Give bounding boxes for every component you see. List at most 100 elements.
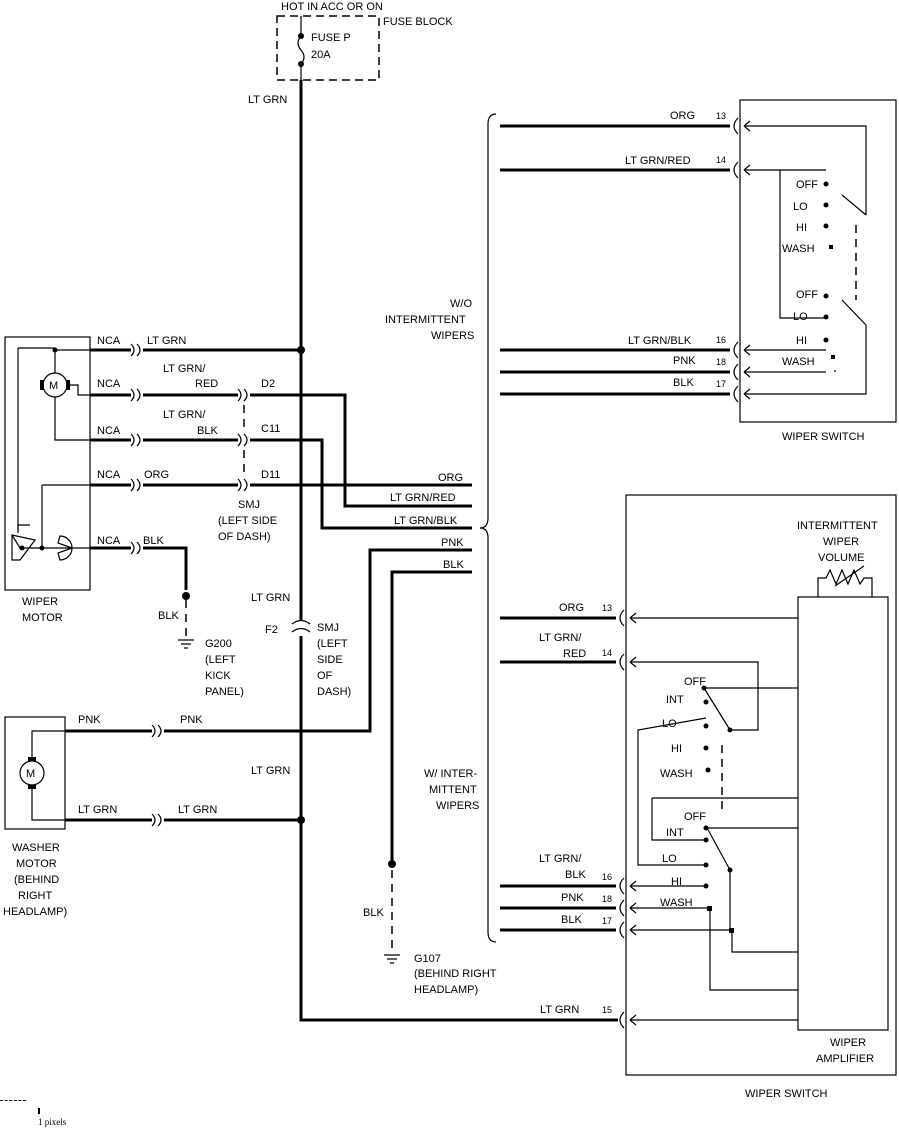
wire-label-lt-grn-top: LT GRN	[248, 94, 287, 106]
upper-label-ltgrn-red: LT GRN/RED	[625, 155, 691, 167]
smj-f2-label: SMJ	[317, 622, 339, 634]
smj-label: SMJ	[238, 499, 260, 511]
wire-label-ltgrn-w2: LT GRN	[178, 804, 217, 816]
g200-loc-2: KICK	[205, 670, 231, 682]
g107-loc-2: HEADLAMP)	[414, 984, 478, 996]
lower-sw-pivot-2	[727, 867, 733, 873]
wiper-motor-label-1: WIPER	[22, 596, 58, 608]
intermittent-label-2: WIPER	[823, 536, 859, 548]
wiper-motor-m: M	[49, 380, 58, 392]
bus-label-blk: BLK	[443, 559, 464, 571]
upper-hi-1	[823, 223, 829, 229]
intermittent-label-3: VOLUME	[818, 552, 864, 564]
upper-label-org: ORG	[670, 110, 695, 122]
smj-f2-of: OF	[317, 670, 333, 682]
connector-c11-label: C11	[261, 423, 280, 435]
wiper-switch-lower-box	[625, 494, 897, 1076]
scale-dash	[0, 1100, 26, 1101]
wiper-amp-label-1: WIPER	[830, 1037, 866, 1049]
wiper-motor-brush-left	[40, 380, 44, 390]
upper-lo-2	[823, 314, 829, 320]
lower-label-red: RED	[563, 648, 586, 660]
ground-dot-g107	[388, 860, 396, 868]
lower-pin-17: 17	[602, 916, 612, 926]
lower-wash-label-2: WASH	[660, 897, 693, 909]
washer-label-2: MOTOR	[16, 858, 57, 870]
wire-label-ltgrn-red-2: RED	[195, 378, 218, 390]
smj-connectors	[237, 388, 248, 492]
w-label-1: W/ INTER-	[424, 768, 477, 780]
washer-label-4: RIGHT	[18, 890, 53, 902]
upper-label-ltgrn-blk: LT GRN/BLK	[628, 335, 692, 347]
wire-row-lt-grn	[90, 343, 301, 357]
washer-motor-leads	[31, 730, 65, 821]
lower-hi-label-1: HI	[671, 743, 682, 755]
wiper-amp-label-2: AMPLIFIER	[816, 1053, 874, 1065]
wire-label-pnk-b: PNK	[180, 714, 203, 726]
upper-hi-label-2: HI	[796, 335, 807, 347]
wiper-motor-box	[4, 336, 91, 591]
wire-label-ltgrn-red-1: LT GRN/	[163, 363, 206, 375]
wire-label-lt-grn-mid: LT GRN	[251, 765, 290, 777]
upper-pin-17: 17	[716, 379, 726, 389]
park-switch	[11, 534, 60, 561]
fuse-block-outline	[276, 15, 380, 81]
wire-label-lt-grn-f2: LT GRN	[251, 592, 290, 604]
park-cam	[57, 535, 74, 561]
lower-hi-label-2: HI	[671, 876, 682, 888]
lower-pin-18: 18	[602, 894, 612, 904]
g107-loc-1: (BEHIND RIGHT	[414, 968, 497, 980]
lower-label-ltgrn-1: LT GRN/	[539, 632, 582, 644]
connector-d11-label: D11	[261, 469, 280, 481]
upper-wash-label-1: WASH	[782, 243, 815, 255]
park-dot-1	[19, 545, 25, 551]
wire-blk-g107	[390, 570, 472, 860]
wo-label-1: W/O	[450, 298, 472, 310]
lower-lo-label-2: LO	[662, 853, 677, 865]
wire-label-blk-1: BLK	[143, 535, 164, 547]
upper-connector-cups	[733, 117, 739, 403]
bus-label-ltgrn-red: LT GRN/RED	[390, 492, 456, 504]
bus-label-ltgrn-blk: LT GRN/BLK	[394, 515, 458, 527]
wiper-switch-upper-label: WIPER SWITCH	[782, 431, 865, 443]
fuse-element	[297, 16, 305, 80]
wire-row-d11	[90, 478, 472, 492]
upper-pin-18: 18	[716, 357, 726, 367]
lower-wash-2	[707, 906, 712, 911]
wire-label-org-1: ORG	[144, 469, 169, 481]
fuse-name-label: FUSE P	[311, 32, 351, 44]
wo-label-2: INTERMITTENT	[385, 314, 466, 326]
smj-of-dash: OF DASH)	[218, 531, 271, 543]
w-label-3: WIPERS	[436, 800, 479, 812]
bus-label-pnk: PNK	[441, 537, 464, 549]
lower-pin-15: 15	[602, 1005, 612, 1015]
g200-loc-3: PANEL)	[205, 686, 244, 698]
lower-off-2	[703, 825, 709, 831]
wire-row-c11	[90, 433, 472, 530]
fuse-dot-top	[298, 33, 304, 39]
w-label-2: MITTENT	[429, 784, 477, 796]
ground-dot-g200	[182, 592, 190, 600]
intermittent-label-1: INTERMITTENT	[797, 520, 878, 532]
washer-label-1: WASHER	[12, 842, 60, 854]
wire-label-nca-1: NCA	[97, 335, 121, 347]
lower-pin-13: 13	[602, 603, 612, 613]
lower-switch-wiring	[630, 617, 798, 1021]
lower-wash-label-1: WASH	[660, 768, 693, 780]
fuse-rating-label: 20A	[311, 49, 331, 61]
scale-caption: 1 pixels	[38, 1117, 67, 1127]
wire-label-ltgrn-w1: LT GRN	[78, 804, 117, 816]
connector-f2-label: F2	[265, 624, 278, 636]
upper-hi-2	[823, 337, 829, 343]
wire-label-nca-2: NCA	[97, 378, 121, 390]
upper-wash-1	[829, 245, 833, 249]
upper-pin-14: 14	[716, 155, 726, 165]
smj-f2-dash: DASH)	[317, 686, 351, 698]
upper-arrows	[743, 120, 751, 400]
fuse-block-label: FUSE BLOCK	[383, 16, 453, 28]
lower-label-blk-2: BLK	[561, 914, 582, 926]
washer-label-3: (BEHIND	[14, 874, 59, 886]
wire-washer-ltgrn	[65, 813, 301, 827]
upper-off-label-1: OFF	[796, 179, 818, 191]
